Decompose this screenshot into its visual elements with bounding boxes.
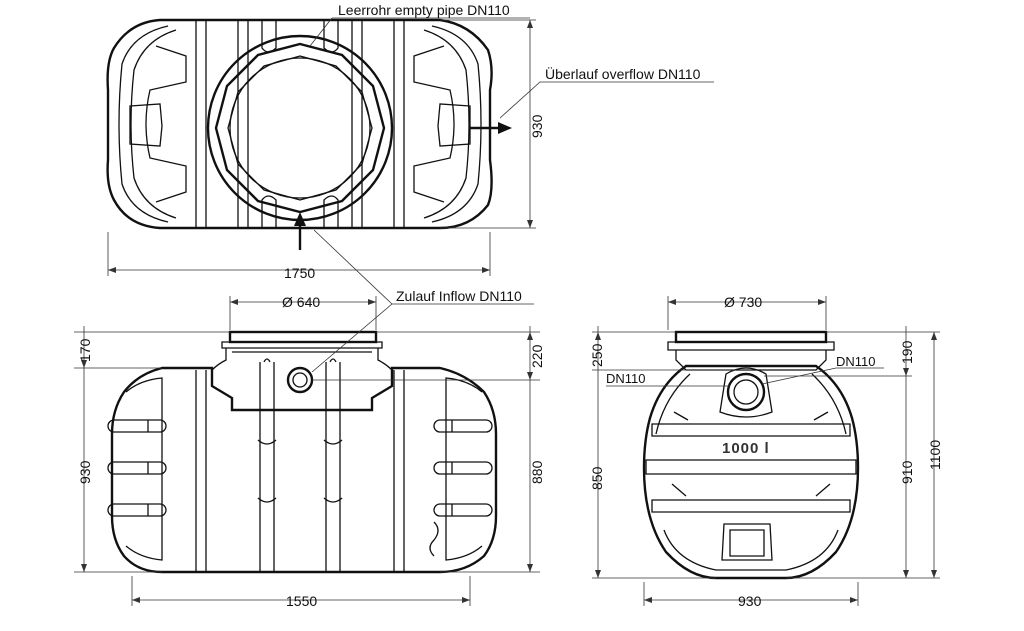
- top-view-left-end: [118, 25, 169, 223]
- front-view: 1000 l: [592, 296, 940, 606]
- front-view-bands: [645, 411, 857, 513]
- dim-top-width: 930: [529, 114, 545, 138]
- top-view-manhole-outer: [206, 34, 394, 222]
- label-inflow: Zulauf Inflow DN110: [396, 288, 522, 304]
- capacity-label: 1000 l: [722, 440, 770, 457]
- dim-front-width: 930: [738, 593, 762, 609]
- dim-front-overflow-offset: 190: [899, 340, 915, 364]
- label-dn110-left: DN110: [606, 371, 646, 386]
- dim-side-inlet-height: 880: [529, 460, 545, 484]
- top-view-body-outline: [106, 18, 493, 230]
- side-view-lid: [228, 330, 378, 344]
- dim-side-inlet-offset: 220: [529, 344, 545, 368]
- label-empty-pipe: Leerrohr empty pipe DN110: [338, 2, 510, 18]
- dim-front-opening: Ø 730: [724, 294, 762, 310]
- front-view-foot: [721, 523, 773, 561]
- label-dn110-right: DN110: [836, 354, 876, 369]
- dim-front-inlet-height: 850: [589, 466, 605, 490]
- top-view-ribs: [195, 20, 405, 228]
- dim-side-opening: Ø 640: [282, 294, 320, 310]
- dim-front-collar: 250: [589, 343, 605, 367]
- side-view-ribs: [195, 358, 405, 572]
- side-view: [74, 296, 540, 606]
- dim-side-collar: 170: [77, 338, 93, 362]
- top-view-manhole-dodecagon: [214, 42, 386, 214]
- dim-front-overflow-height: 910: [899, 460, 915, 484]
- label-overflow: Überlauf overflow DN110: [545, 65, 701, 82]
- top-view-right-end: [431, 25, 482, 223]
- side-view-right-lobes: [429, 377, 493, 561]
- dim-top-length: 1750: [284, 265, 315, 281]
- top-view: [106, 17, 714, 305]
- side-view-left-lobes: [107, 377, 167, 561]
- side-view-inlet: [286, 366, 314, 394]
- front-view-body-outline: [642, 364, 860, 580]
- front-view-outlet: [726, 372, 766, 412]
- side-view-body-outline: [110, 366, 498, 574]
- dim-front-height-total: 1100: [927, 440, 943, 470]
- dim-side-length: 1550: [286, 593, 317, 609]
- dim-side-height-total: 930: [77, 460, 93, 484]
- front-view-lid: [674, 330, 828, 344]
